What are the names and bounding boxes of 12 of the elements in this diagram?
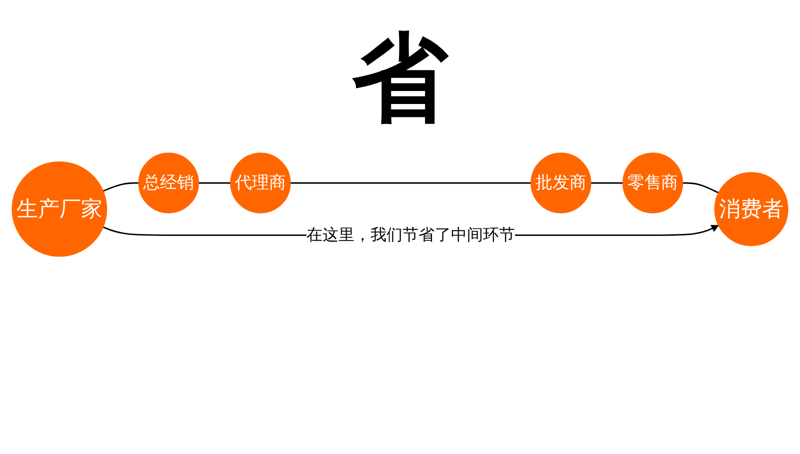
connector-line bbox=[682, 182, 719, 194]
circle-node: 消费者 bbox=[714, 172, 788, 246]
connector-line bbox=[290, 182, 532, 184]
connector-line bbox=[198, 182, 231, 184]
circle-node: 总经销 bbox=[138, 152, 199, 214]
circle-node: 零售商 bbox=[622, 152, 684, 214]
connector-line bbox=[102, 182, 139, 192]
circle-node: 代理商 bbox=[230, 152, 291, 214]
circle-node: 批发商 bbox=[530, 152, 592, 214]
circle-node: 生产厂家 bbox=[12, 161, 108, 257]
headline-character: 省 bbox=[352, 30, 448, 126]
connector-line bbox=[590, 182, 623, 184]
